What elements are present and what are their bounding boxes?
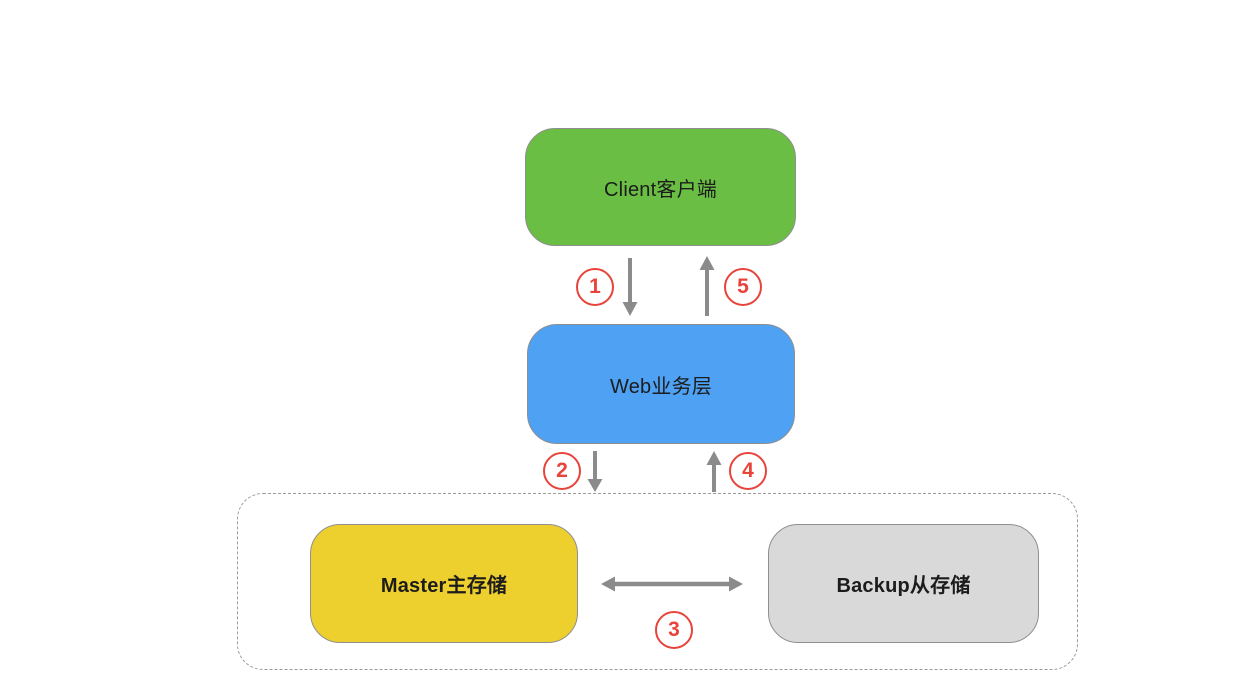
- node-master-storage-label: Master主存储: [380, 575, 508, 597]
- step-badge-3: 3: [655, 611, 693, 649]
- node-backup-storage-label: Backup从存储: [836, 575, 971, 597]
- node-web-layer: Web业务层: [527, 324, 795, 444]
- step-badge-2: 2: [543, 452, 581, 490]
- node-client-label: Client客户端: [604, 178, 717, 201]
- step-badge-4: 4: [729, 452, 767, 490]
- node-master-storage: Master主存储: [310, 524, 578, 643]
- storage-group-container: [237, 493, 1078, 670]
- node-web-layer-label: Web业务层: [610, 375, 712, 398]
- arrow-up-storage-to-web-icon: [706, 451, 722, 492]
- step-badge-1: 1: [576, 268, 614, 306]
- arrow-down-client-to-web-icon: [622, 258, 638, 316]
- step-badge-5: 5: [724, 268, 762, 306]
- arrow-up-web-to-client-icon: [699, 256, 715, 316]
- node-backup-storage: Backup从存储: [768, 524, 1039, 643]
- node-client: Client客户端: [525, 128, 796, 246]
- arrow-down-web-to-storage-icon: [587, 451, 603, 492]
